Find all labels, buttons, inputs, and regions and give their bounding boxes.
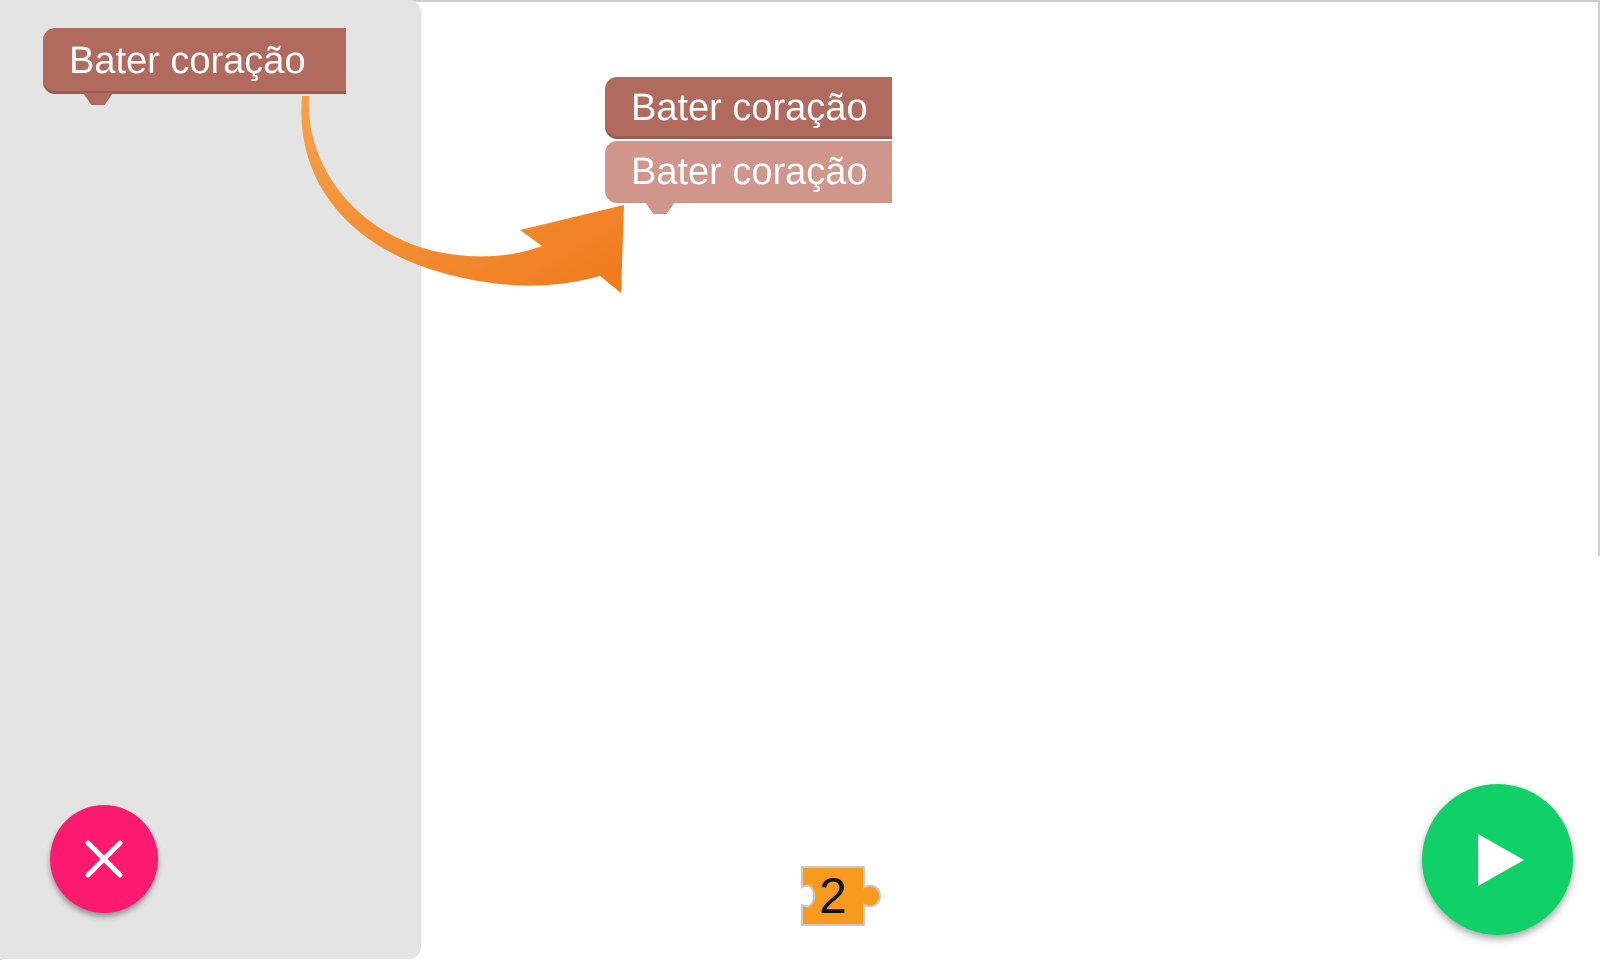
block-connector-notch <box>645 202 675 214</box>
close-icon <box>85 840 123 878</box>
drag-preview-block-bater-coracao[interactable]: Bater coração <box>605 141 892 214</box>
top-border <box>0 0 1600 2</box>
block-count-value: 2 <box>819 868 847 924</box>
right-border <box>1598 0 1600 556</box>
puzzle-piece-icon <box>801 866 882 926</box>
block-label: Bater coração <box>69 39 306 82</box>
block-label: Bater coração <box>631 150 868 193</box>
toolbox-block-bater-coracao[interactable]: Bater coração <box>43 28 346 105</box>
toolbox-panel <box>0 0 421 959</box>
close-button[interactable] <box>50 805 158 913</box>
block-connector-notch <box>83 93 113 105</box>
block-label: Bater coração <box>631 86 868 129</box>
play-icon <box>1477 833 1524 886</box>
play-button[interactable] <box>1422 784 1573 935</box>
workspace-block-bater-coracao[interactable]: Bater coração <box>605 77 892 139</box>
block-counter: 2 <box>800 865 882 927</box>
